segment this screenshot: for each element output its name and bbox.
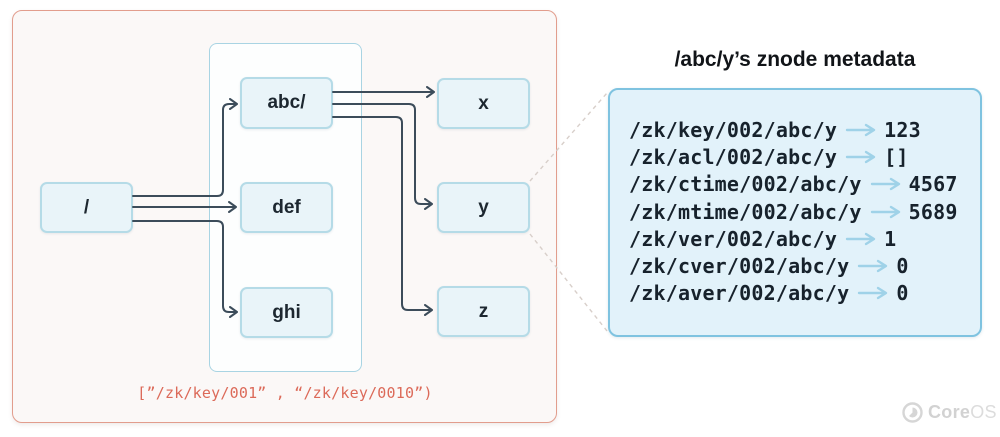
node-ghi: ghi	[240, 287, 333, 338]
metadata-path: /zk/mtime/002/abc/y	[629, 199, 862, 224]
metadata-value: 1	[884, 226, 897, 251]
mapping-arrow-icon	[870, 205, 900, 218]
metadata-path: /zk/aver/002/abc/y	[629, 281, 850, 306]
metadata-title: /abc/y’s znode metadata	[674, 48, 916, 71]
node-z: z	[437, 286, 530, 337]
node-x-label: x	[478, 92, 489, 114]
metadata-box: /zk/key/002/abc/y 123 /zk/acl/002/abc/y …	[608, 88, 982, 337]
metadata-row: /zk/ver/002/abc/y 1	[629, 225, 980, 252]
metadata-row: /zk/acl/002/abc/y []	[629, 143, 980, 170]
node-ghi-label: ghi	[272, 301, 301, 323]
metadata-row: /zk/ctime/002/abc/y 4567	[629, 171, 980, 198]
metadata-value: 5689	[908, 199, 958, 224]
metadata-row: /zk/key/002/abc/y 123	[629, 116, 980, 143]
mapping-arrow-icon	[858, 287, 888, 300]
metadata-value: 0	[896, 254, 909, 279]
key-range-label: [”/zk/key/001” , “/zk/key/0010”)	[137, 384, 433, 402]
metadata-value: 0	[896, 281, 909, 306]
node-root-label: /	[83, 196, 90, 218]
mapping-arrow-icon	[845, 232, 876, 246]
metadata-row: /zk/mtime/002/abc/y 5689	[629, 198, 980, 225]
coreos-logo-icon	[902, 402, 923, 423]
metadata-path: /zk/ctime/002/abc/y	[629, 172, 862, 197]
metadata-row: /zk/aver/002/abc/y 0	[629, 280, 980, 307]
node-x: x	[437, 78, 530, 129]
coreos-logo-text-os: OS	[970, 402, 997, 422]
mapping-arrow-icon	[845, 150, 876, 164]
coreos-logo: Core OS	[902, 402, 997, 423]
node-root: /	[40, 182, 133, 233]
coreos-logo-text-core: Core	[928, 402, 971, 422]
metadata-value: 4567	[908, 172, 958, 197]
metadata-value: 123	[884, 117, 921, 142]
mapping-arrow-icon	[858, 259, 888, 273]
metadata-path: /zk/cver/002/abc/y	[629, 254, 850, 279]
node-def-label: def	[272, 196, 301, 218]
node-abc-label: abc/	[267, 92, 306, 113]
metadata-path: /zk/ver/002/abc/y	[629, 226, 838, 251]
mapping-arrow-icon	[845, 123, 876, 136]
mapping-arrow-icon	[870, 178, 900, 191]
metadata-path: /zk/acl/002/abc/y	[629, 144, 838, 169]
metadata-row: /zk/cver/002/abc/y 0	[629, 252, 980, 279]
node-y-label: y	[478, 196, 489, 218]
node-z-label: z	[478, 300, 489, 322]
node-abc: abc/	[240, 77, 333, 129]
metadata-path: /zk/key/002/abc/y	[629, 117, 838, 142]
metadata-value: []	[884, 144, 909, 169]
node-y: y	[437, 182, 530, 233]
node-def: def	[240, 182, 333, 233]
